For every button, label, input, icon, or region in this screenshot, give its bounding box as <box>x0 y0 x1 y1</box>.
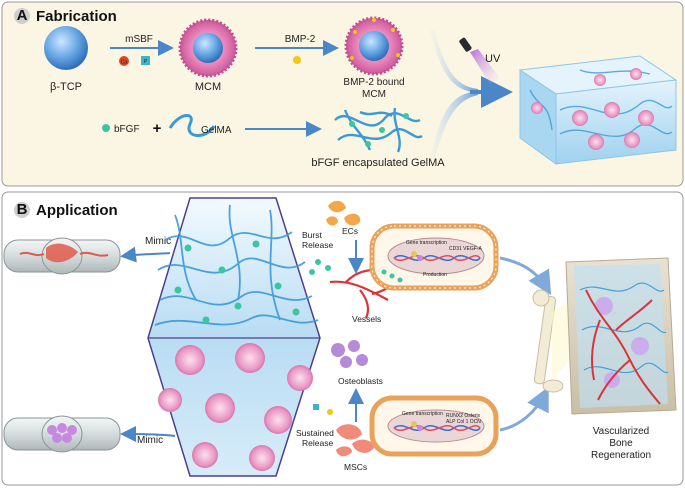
bmp2-bound-label-line1: BMP-2 bound <box>343 77 404 88</box>
phosphate-ion-icon <box>141 56 150 65</box>
composite-hydrogel-cube <box>518 55 678 165</box>
calcium-ion-icon <box>119 56 129 66</box>
top-cell-transcription-label: Gene transcription <box>406 240 447 246</box>
mimic-bottom-label: Mimic <box>137 435 163 446</box>
panel-a-badge <box>14 8 30 24</box>
osteoblasts-icon <box>331 340 368 368</box>
plus-icon: + <box>153 120 162 137</box>
converge-fan <box>430 30 478 160</box>
top-cell-production-label: Production <box>423 272 447 278</box>
panel-b-badge-label: B <box>17 201 28 218</box>
panel-b-badge <box>14 202 30 218</box>
mimic-top-label: Mimic <box>145 236 171 247</box>
vessel-mimic-tube <box>3 237 121 275</box>
beta-tcp-label: β-TCP <box>50 81 82 93</box>
bmp2-bound-label-line2: MCM <box>362 89 386 100</box>
vessels-label: Vessels <box>352 314 381 324</box>
released-bfgf-dots <box>309 259 331 275</box>
ecs-label: ECs <box>342 226 358 236</box>
sustained-label-line1: Sustained <box>296 428 334 438</box>
uv-lamp-icon <box>459 37 500 84</box>
burst-label-line1: Burst <box>302 230 322 240</box>
regeneration-scaffold <box>565 257 677 415</box>
endothelial-cell-mechanism <box>369 223 499 291</box>
zoom-beam <box>552 300 570 380</box>
sustained-label-line2: Release <box>302 438 333 448</box>
cell-bottom-to-bone-arrow <box>499 386 549 432</box>
top-cell-genes-label: CD31 VEGF-A <box>449 246 482 252</box>
bone-mimic-tube <box>3 415 121 453</box>
bfgf-gelma-label: bFGF encapsulated GelMA <box>311 157 445 169</box>
uv-label: UV <box>485 53 501 65</box>
bmp2-bound-mcm-particle <box>344 16 404 76</box>
calcium-ion-label: Ca <box>121 60 128 66</box>
panel-b-title: Application <box>36 202 118 219</box>
mscs-label: MSCs <box>344 462 367 472</box>
osteoblasts-label: Osteoblasts <box>338 376 383 386</box>
msbf-label: mSBF <box>125 34 153 45</box>
result-label-line1: Vascularized <box>593 426 650 437</box>
mimic-bottom-arrow <box>120 426 176 443</box>
hydrogel-magnified-prism <box>147 197 321 477</box>
panel-a-title: Fabrication <box>36 8 117 25</box>
bfgf-dot-icon <box>102 124 110 132</box>
cell-top-to-bone-arrow <box>499 256 552 296</box>
result-label-line2: Bone <box>609 438 633 449</box>
mcm-label: MCM <box>195 81 221 93</box>
mimic-top-arrow <box>120 246 171 263</box>
bmp2-dot-icon <box>293 56 301 64</box>
mcm-particle <box>178 18 238 78</box>
bmp2-released-icon <box>327 409 333 415</box>
beta-tcp-sphere <box>44 26 88 70</box>
bfgf-gelma-network <box>334 107 423 153</box>
result-label-line3: Regeneration <box>591 450 651 461</box>
bottom-cell-genes-line1: RUNX2 Osterix <box>446 413 481 419</box>
bmp2-label: BMP-2 <box>285 34 316 45</box>
osteogenic-cell-mechanism <box>369 395 499 457</box>
phosphate-ion-label: P <box>144 59 148 65</box>
gelma-strand-icon <box>168 114 216 137</box>
phosphate-released-icon <box>313 404 319 410</box>
bottom-cell-transcription-label: Gene transcription <box>402 411 443 417</box>
burst-label-line2: Release <box>302 240 333 250</box>
panel-a-badge-label: A <box>17 7 28 24</box>
endothelial-cells-icon <box>326 200 361 226</box>
bottom-cell-genes-line2: ALP Col 1 OCN <box>446 419 481 425</box>
bfgf-label: bFGF <box>114 124 140 135</box>
gelma-label: GelMA <box>201 125 232 136</box>
mscs-icon <box>336 424 374 457</box>
femur-bone-icon <box>532 289 564 393</box>
